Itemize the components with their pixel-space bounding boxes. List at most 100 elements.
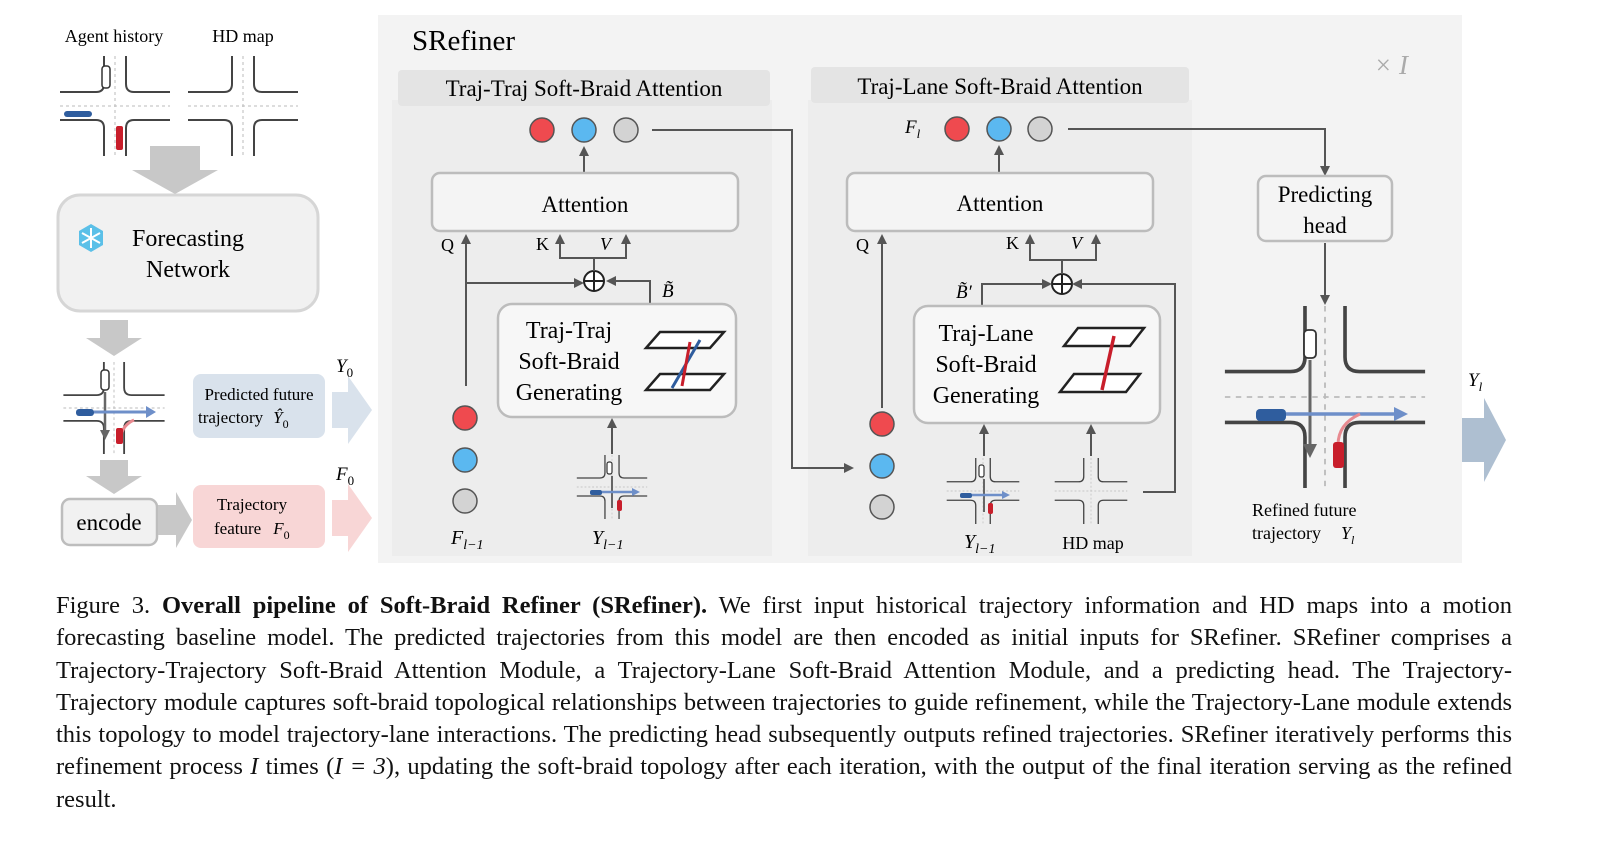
- tl-gen-line2: Soft-Braid: [935, 352, 1036, 378]
- caption-body-1: We first input historical trajectory inf…: [56, 592, 1513, 781]
- tl-input-token-gray: [869, 494, 895, 520]
- tl-q-label: Q: [856, 235, 869, 255]
- y0-symbol: Y: [336, 356, 349, 377]
- refined-trajectory-map: [1222, 306, 1428, 488]
- tt-gen-line1: Traj-Traj: [526, 318, 612, 344]
- f0-label-symbol: F: [335, 464, 348, 485]
- tl-v-label: V: [1071, 233, 1084, 253]
- y0-sub: 0: [347, 365, 354, 380]
- f0-label: F0: [335, 464, 354, 488]
- predicting-head-line2: head: [1303, 213, 1347, 238]
- f-l-minus-1-label: Fl−1: [450, 527, 484, 553]
- repeat-mark: × I: [1374, 50, 1410, 80]
- forecasting-network-line1: Forecasting: [132, 226, 244, 252]
- tl-y-sub: l−1: [975, 542, 995, 557]
- output-token-blue: [571, 117, 597, 143]
- tl-output-token-blue: [986, 116, 1012, 142]
- output-token-gray: [613, 117, 639, 143]
- tl-input-token-blue: [869, 453, 895, 479]
- hd-map-label: HD map: [212, 26, 274, 46]
- predicted-trajectory-line1: Predicted future: [204, 385, 313, 404]
- tl-k-label: K: [1006, 233, 1019, 253]
- tl-y-l-minus-1-label: Yl−1: [964, 531, 995, 557]
- f-l-sub: l: [917, 126, 921, 141]
- trajectory-feature-line2: feature F0: [214, 519, 290, 542]
- predicted-trajectory-box: [193, 374, 325, 438]
- yl-output-label: Yl: [1468, 370, 1483, 394]
- predicted-trajectory-line2: trajectory Ŷ0: [198, 408, 289, 431]
- pipeline-diagram: Agent history HD map Forecasting Network: [56, 15, 1506, 563]
- traj-traj-attention-box: [430, 171, 740, 233]
- tt-v-label: V: [600, 234, 613, 254]
- down-arrow-icon: [86, 460, 142, 494]
- tl-input-token-red: [869, 411, 895, 437]
- trajectory-feature-line2-text: feature: [214, 519, 261, 538]
- tl-output-token-gray: [1027, 116, 1053, 142]
- traj-traj-header-box: [398, 70, 770, 106]
- agent-history-map: [60, 56, 170, 156]
- braid-planes-icon: [643, 330, 727, 392]
- traj-traj-header: Traj-Traj Soft-Braid Attention: [446, 76, 723, 101]
- y0-output-arrow: [332, 376, 372, 444]
- f-l-symbol: F: [904, 117, 917, 138]
- caption-var-i: I: [250, 753, 259, 781]
- caption-equation: I = 3: [334, 753, 386, 781]
- refined-yl-symbol: Y: [1341, 523, 1353, 543]
- tl-y-symbol: Y: [964, 531, 977, 553]
- f-l-label: Fl: [904, 117, 921, 141]
- down-arrow-icon: [132, 146, 218, 194]
- caption-title: Overall pipeline of Soft-Braid Refiner (…: [162, 592, 708, 619]
- input-token-gray: [452, 488, 478, 514]
- b-tilde-prime-label: B̃′: [956, 282, 973, 303]
- y-hat-0-symbol: Ŷ: [273, 408, 284, 427]
- predicting-head-line1: Predicting: [1278, 182, 1373, 207]
- input-token-blue: [452, 447, 478, 473]
- forecasting-network-box: [56, 193, 320, 313]
- forecasting-network-line2: Network: [146, 257, 230, 283]
- output-token-red: [529, 117, 555, 143]
- tl-gen-line1: Traj-Lane: [938, 321, 1033, 347]
- tl-output-token-red: [944, 116, 970, 142]
- tt-y-sub: l−1: [603, 538, 623, 553]
- caption-body-2: times (: [258, 753, 335, 781]
- yl-output-arrow: [1462, 398, 1506, 482]
- refined-line2-text: trajectory: [1252, 523, 1321, 543]
- refined-line2: trajectory Yl: [1252, 523, 1355, 547]
- encode-label: encode: [76, 510, 141, 535]
- y-hat-0-sub: 0: [283, 417, 289, 431]
- f0-label-sub: 0: [348, 473, 355, 488]
- f-l-minus-1-symbol: F: [450, 527, 464, 549]
- right-arrow-icon: [158, 492, 192, 548]
- figure-caption: Figure 3. Overall pipeline of Soft-Braid…: [56, 590, 1512, 816]
- f0-sub: 0: [284, 528, 290, 542]
- hd-map-thumbnail: [188, 56, 298, 156]
- input-token-red: [452, 405, 478, 431]
- down-arrow-icon: [86, 320, 142, 356]
- predicted-trajectory-line2-text: trajectory: [198, 408, 264, 427]
- traj-lane-attention-label: Attention: [957, 191, 1044, 216]
- encode-box: [60, 497, 159, 547]
- traj-lane-header: Traj-Lane Soft-Braid Attention: [857, 74, 1143, 99]
- f0-symbol: F: [272, 519, 284, 538]
- figure-label: Figure 3.: [56, 592, 151, 619]
- f0-output-arrow: [332, 484, 372, 552]
- f-l-minus-1-sub: l−1: [463, 538, 483, 553]
- predicted-trajectory-map: [62, 362, 166, 454]
- tt-q-label: Q: [441, 235, 454, 255]
- tl-gen-line3: Generating: [933, 383, 1040, 409]
- tt-k-label: K: [536, 234, 549, 254]
- tt-y-symbol: Y: [592, 527, 605, 549]
- tt-trajectory-map: [576, 455, 648, 519]
- lane-braid-planes-icon: [1057, 326, 1147, 394]
- trajectory-feature-line1: Trajectory: [217, 495, 288, 514]
- traj-lane-header-box: [811, 67, 1189, 103]
- refined-yl-sub: l: [1351, 533, 1355, 547]
- refined-line1: Refined future: [1252, 500, 1356, 520]
- traj-lane-attention-box: [845, 171, 1155, 233]
- caption-body-3: ), updating the soft-braid topology afte…: [56, 753, 1512, 813]
- b-tilde-label: B̃: [662, 281, 674, 302]
- tl-hd-map-label: HD map: [1062, 533, 1124, 553]
- yl-output-symbol: Y: [1468, 370, 1481, 391]
- tl-trajectory-map: [946, 458, 1020, 524]
- agent-history-label: Agent history: [65, 26, 164, 46]
